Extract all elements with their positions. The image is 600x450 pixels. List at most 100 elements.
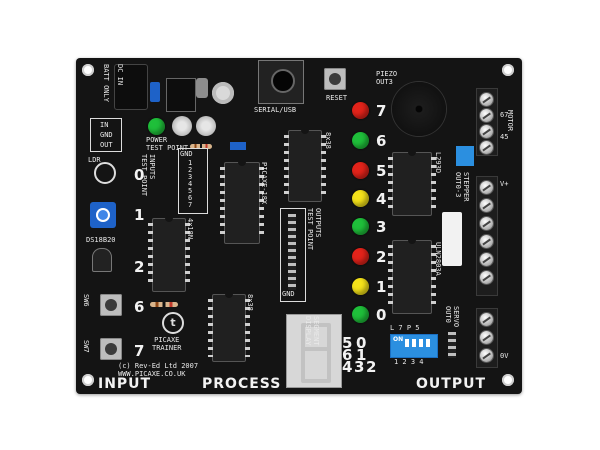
screw[interactable] xyxy=(480,349,493,362)
mounting-hole xyxy=(82,374,94,386)
screw[interactable] xyxy=(480,217,493,230)
reset-button[interactable] xyxy=(324,68,346,90)
capacitor xyxy=(172,116,192,136)
motor-terminal-block xyxy=(476,88,498,156)
voltage-regulator xyxy=(166,78,196,112)
switch-6-button[interactable] xyxy=(100,294,122,316)
4x18n-label: 4x18N xyxy=(186,218,194,240)
outputs-test-point-box xyxy=(280,208,306,302)
led-output-3 xyxy=(352,218,369,235)
led-output-7 xyxy=(352,102,369,119)
ds18b20-label: DS18B20 xyxy=(86,236,116,244)
seg-num: 2 xyxy=(366,358,377,376)
screw[interactable] xyxy=(480,313,493,326)
dip-switch[interactable]: ON xyxy=(390,334,438,358)
reset-label: RESET xyxy=(326,94,348,102)
servo-terminal-block xyxy=(476,308,498,368)
led-output-6 xyxy=(352,132,369,149)
segment-display-label: SEGMENT DISPLAY xyxy=(304,316,320,346)
screw[interactable] xyxy=(480,125,493,138)
output-5-label: 5 xyxy=(376,162,387,180)
blue-capacitor xyxy=(150,82,160,102)
picaxe-18x-chip xyxy=(220,162,264,244)
stepper-connector[interactable] xyxy=(442,212,462,266)
sw6-label: SW6 xyxy=(82,294,90,307)
screw[interactable] xyxy=(480,141,493,154)
stepper-terminal-block xyxy=(476,176,498,296)
switch-7-button[interactable] xyxy=(100,338,122,360)
screw[interactable] xyxy=(480,109,493,122)
inputs-test-point-box xyxy=(178,148,208,214)
label-in: IN xyxy=(100,121,109,129)
temperature-sensor xyxy=(92,248,112,272)
input-6-label: 6 xyxy=(134,298,145,316)
input-1-label: 1 xyxy=(134,206,145,224)
resistor xyxy=(150,302,178,307)
test-point-numbers: 1 2 3 4 5 6 7 xyxy=(188,159,193,209)
led-output-2 xyxy=(352,248,369,265)
4x18n-chip xyxy=(148,218,190,292)
power-led xyxy=(148,118,165,135)
piezo-buzzer xyxy=(392,82,446,136)
screw[interactable] xyxy=(480,235,493,248)
uln2803a-chip xyxy=(388,240,436,314)
inputs-test-point-label: INPUTS TEST POINT xyxy=(140,154,156,197)
screw[interactable] xyxy=(480,271,493,284)
output-pin-header[interactable] xyxy=(288,214,296,290)
motor-pin-labels: 67 45 xyxy=(500,111,509,141)
screw[interactable] xyxy=(480,181,493,194)
screw[interactable] xyxy=(480,93,493,106)
seg-num: 6 xyxy=(342,346,353,364)
power-header-box xyxy=(90,118,122,152)
output-1-label: 1 xyxy=(376,278,387,296)
led-output-4 xyxy=(352,190,369,207)
output-heading: OUTPUT xyxy=(416,376,486,392)
sw7-label: SW7 xyxy=(82,340,90,353)
mounting-hole xyxy=(502,64,514,76)
servo-pin-header[interactable] xyxy=(448,332,456,358)
output-3-label: 3 xyxy=(376,218,387,236)
vplus-label: V+ xyxy=(500,180,509,188)
seg-num: 5 xyxy=(342,334,353,352)
batt-only-label: BATT ONLY xyxy=(102,64,110,102)
ldr-sensor xyxy=(94,162,116,184)
process-heading: PROCESS xyxy=(202,376,282,392)
gnd-out-label: GND xyxy=(282,290,295,298)
picaxe-trainer-board: DC IN BATT ONLY IN GND OUT POWER TEST PO… xyxy=(76,58,522,394)
screw[interactable] xyxy=(480,331,493,344)
dc-jack[interactable] xyxy=(114,64,148,110)
potentiometer[interactable] xyxy=(90,202,116,228)
heatsink xyxy=(196,78,208,98)
seven-segment-display xyxy=(286,314,342,388)
power-header-labels: IN GND OUT xyxy=(100,120,113,150)
seg-num: 0 xyxy=(356,334,367,352)
output-0-label: 0 xyxy=(376,306,387,324)
mounting-hole xyxy=(502,374,514,386)
screw[interactable] xyxy=(480,199,493,212)
mounting-nut xyxy=(212,82,234,104)
input-heading: INPUT xyxy=(98,376,152,392)
led-output-1 xyxy=(352,278,369,295)
label-out: OUT xyxy=(100,141,113,149)
input-0-label: 0 xyxy=(134,166,145,184)
mounting-hole xyxy=(82,64,94,76)
screw[interactable] xyxy=(480,253,493,266)
outputs-test-point-label: OUTPUTS TEST POINT xyxy=(306,208,322,251)
dip-number-label: 1 2 3 4 xyxy=(394,358,424,366)
input-2-label: 2 xyxy=(134,258,145,276)
8x38-label: 8x38 xyxy=(246,294,254,311)
picaxe-trainer-label: PICAXE TRAINER xyxy=(152,336,182,352)
serial-usb-socket[interactable] xyxy=(258,60,304,104)
led-output-5 xyxy=(352,162,369,179)
8x38-chip xyxy=(208,294,250,362)
label-gnd: GND xyxy=(100,131,113,139)
output-7-label: 7 xyxy=(376,102,387,120)
power-test-point-label: POWER TEST POINT xyxy=(146,136,189,152)
stepper-jumper[interactable] xyxy=(456,146,474,166)
dip-on-label: ON xyxy=(393,336,404,343)
l293d-chip xyxy=(388,152,436,216)
copyright-label: (c) Rev-Ed Ltd 2007 WWW.PICAXE.CO.UK xyxy=(118,362,199,378)
seg-num: 1 xyxy=(356,346,367,364)
ldr-label: LDR xyxy=(88,156,101,164)
blue-capacitor xyxy=(230,142,246,150)
